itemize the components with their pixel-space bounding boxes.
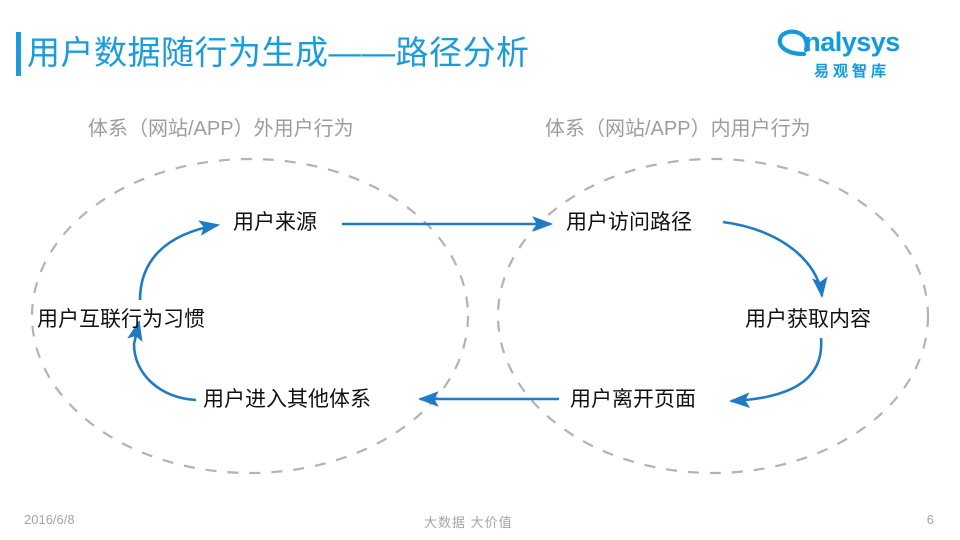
node-user-other-system[interactable]: 用户进入其他体系	[203, 388, 371, 411]
arrow-habits-to-source	[138, 220, 221, 301]
node-user-visit-path[interactable]: 用户访问路径	[566, 211, 692, 234]
logo-wordmark: nalysys	[804, 27, 900, 57]
brand-logo: nalysys 易观智库	[768, 26, 936, 82]
page-title: 用户数据随行为生成——路径分析	[27, 34, 530, 71]
boundary-ellipse-left	[30, 157, 470, 475]
arrow-get-content-to-leave-page	[728, 337, 823, 408]
node-user-leave-page[interactable]: 用户离开页面	[570, 388, 696, 411]
group-caption-right: 体系（网站/APP）内用户行为	[545, 118, 811, 140]
footer-slogan: 大数据 大价值	[424, 515, 513, 530]
node-user-source[interactable]: 用户来源	[233, 211, 317, 234]
logo-subtitle: 易观智库	[813, 63, 890, 80]
group-caption-left: 体系（网站/APP）外用户行为	[88, 118, 354, 140]
arrow-visit-path-to-get-content	[722, 220, 828, 299]
analysys-swoosh-icon	[777, 29, 809, 57]
footer-date: 2016/6/8	[24, 512, 75, 527]
node-user-habits[interactable]: 用户互联行为习惯	[37, 308, 205, 331]
arrow-other-system-to-habits	[127, 319, 197, 402]
footer-page-number: 6	[926, 512, 934, 527]
title-accent-bar	[16, 32, 21, 76]
node-user-get-content[interactable]: 用户获取内容	[745, 308, 871, 331]
boundary-ellipse-right	[496, 157, 930, 475]
